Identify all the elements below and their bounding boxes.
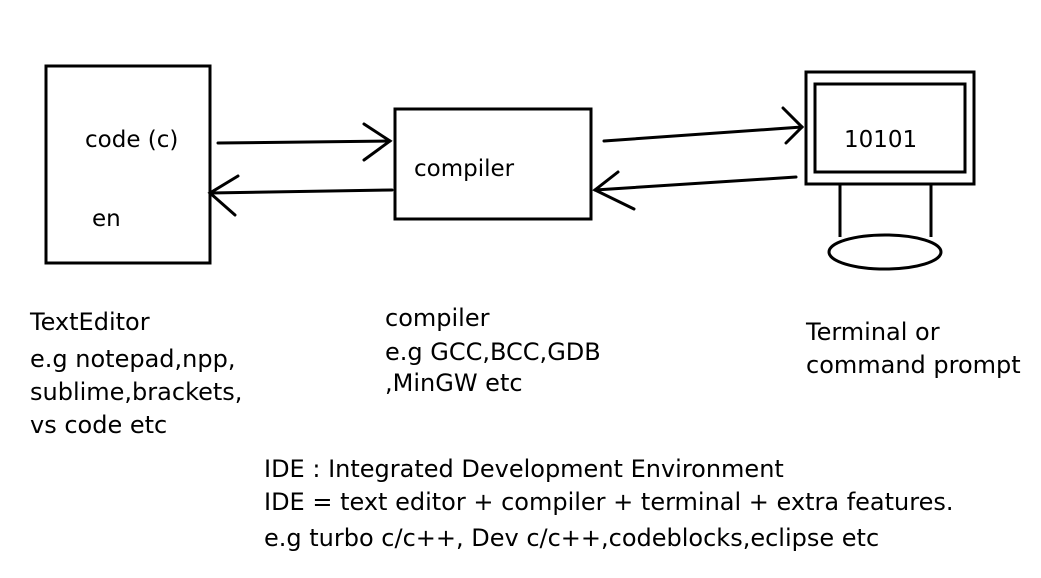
compiler-caption-line-2: ,MinGW etc — [385, 369, 523, 397]
terminal-caption-line-1: Terminal or — [806, 318, 940, 346]
text-editor-caption-line-3: vs code etc — [30, 411, 168, 439]
text-editor-caption-line-1: e.g notepad,npp, — [30, 345, 236, 373]
monitor-screen-text: 10101 — [844, 127, 918, 153]
ide-equation-line: IDE = text editor + compiler + terminal … — [264, 488, 954, 516]
compiler-box — [393, 107, 593, 221]
monitor-icon — [804, 70, 976, 271]
compiler-caption-line-1: e.g GCC,BCC,GDB — [385, 338, 601, 366]
text-editor-caption-line-2: sublime,brackets, — [30, 378, 243, 406]
compiler-caption-title: compiler — [385, 304, 490, 332]
terminal-caption-line-2: command prompt — [806, 351, 1021, 379]
arrow-compiler-to-editor — [207, 174, 394, 217]
text-editor-box — [44, 64, 212, 265]
ide-examples-line: e.g turbo c/c++, Dev c/c++,codeblocks,ec… — [264, 524, 880, 552]
ide-definition-line: IDE : Integrated Development Environment — [264, 455, 784, 483]
arrow-terminal-to-compiler — [592, 170, 798, 211]
editor-en-label: en — [92, 206, 121, 232]
editor-code-label: code (c) — [85, 127, 179, 153]
compiler-box-label: compiler — [414, 156, 515, 182]
arrow-editor-to-compiler — [216, 122, 393, 162]
text-editor-caption-title: TextEditor — [30, 308, 150, 336]
arrow-compiler-to-terminal — [602, 106, 805, 145]
